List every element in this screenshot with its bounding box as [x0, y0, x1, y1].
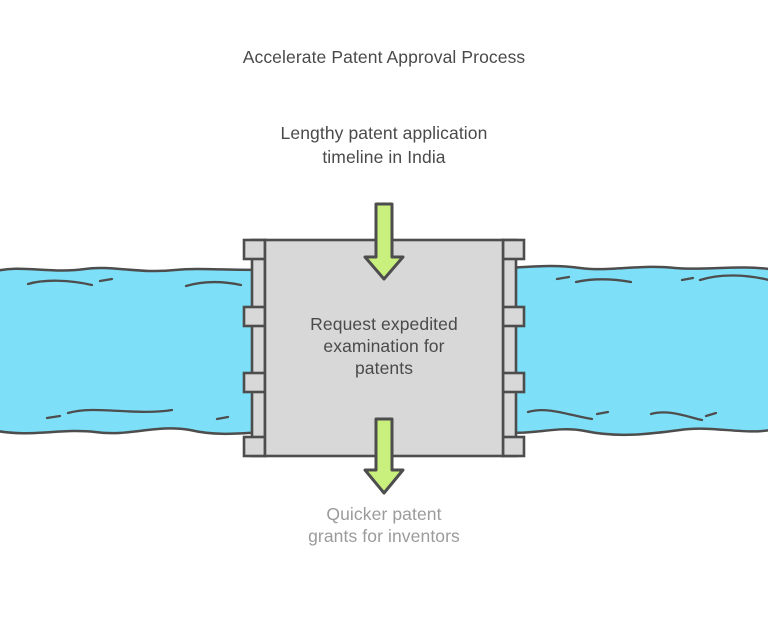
box-tab	[501, 238, 526, 261]
river-wave-dashes	[26, 274, 768, 422]
solution-text: Request expedited examination for patent…	[0, 313, 768, 379]
solution-line: examination for	[323, 336, 445, 356]
problem-text: Lengthy patent application timeline in I…	[0, 121, 768, 169]
problem-line: Lengthy patent application	[280, 123, 488, 143]
diagram-title: Accelerate Patent Approval Process	[242, 47, 526, 67]
outcome-text: Quicker patent grants for inventors	[0, 503, 768, 547]
down-arrow-icon-top	[363, 202, 405, 281]
box-tab	[242, 435, 267, 458]
problem-line: timeline in India	[322, 147, 446, 167]
outcome-line: Quicker patent	[326, 504, 442, 524]
box-tab	[242, 238, 267, 261]
down-arrow-icon-bottom	[363, 417, 405, 495]
solution-line: Request expedited	[310, 314, 458, 334]
box-tab	[501, 435, 526, 458]
outcome-line: grants for inventors	[308, 526, 460, 546]
solution-line: patents	[354, 358, 414, 378]
